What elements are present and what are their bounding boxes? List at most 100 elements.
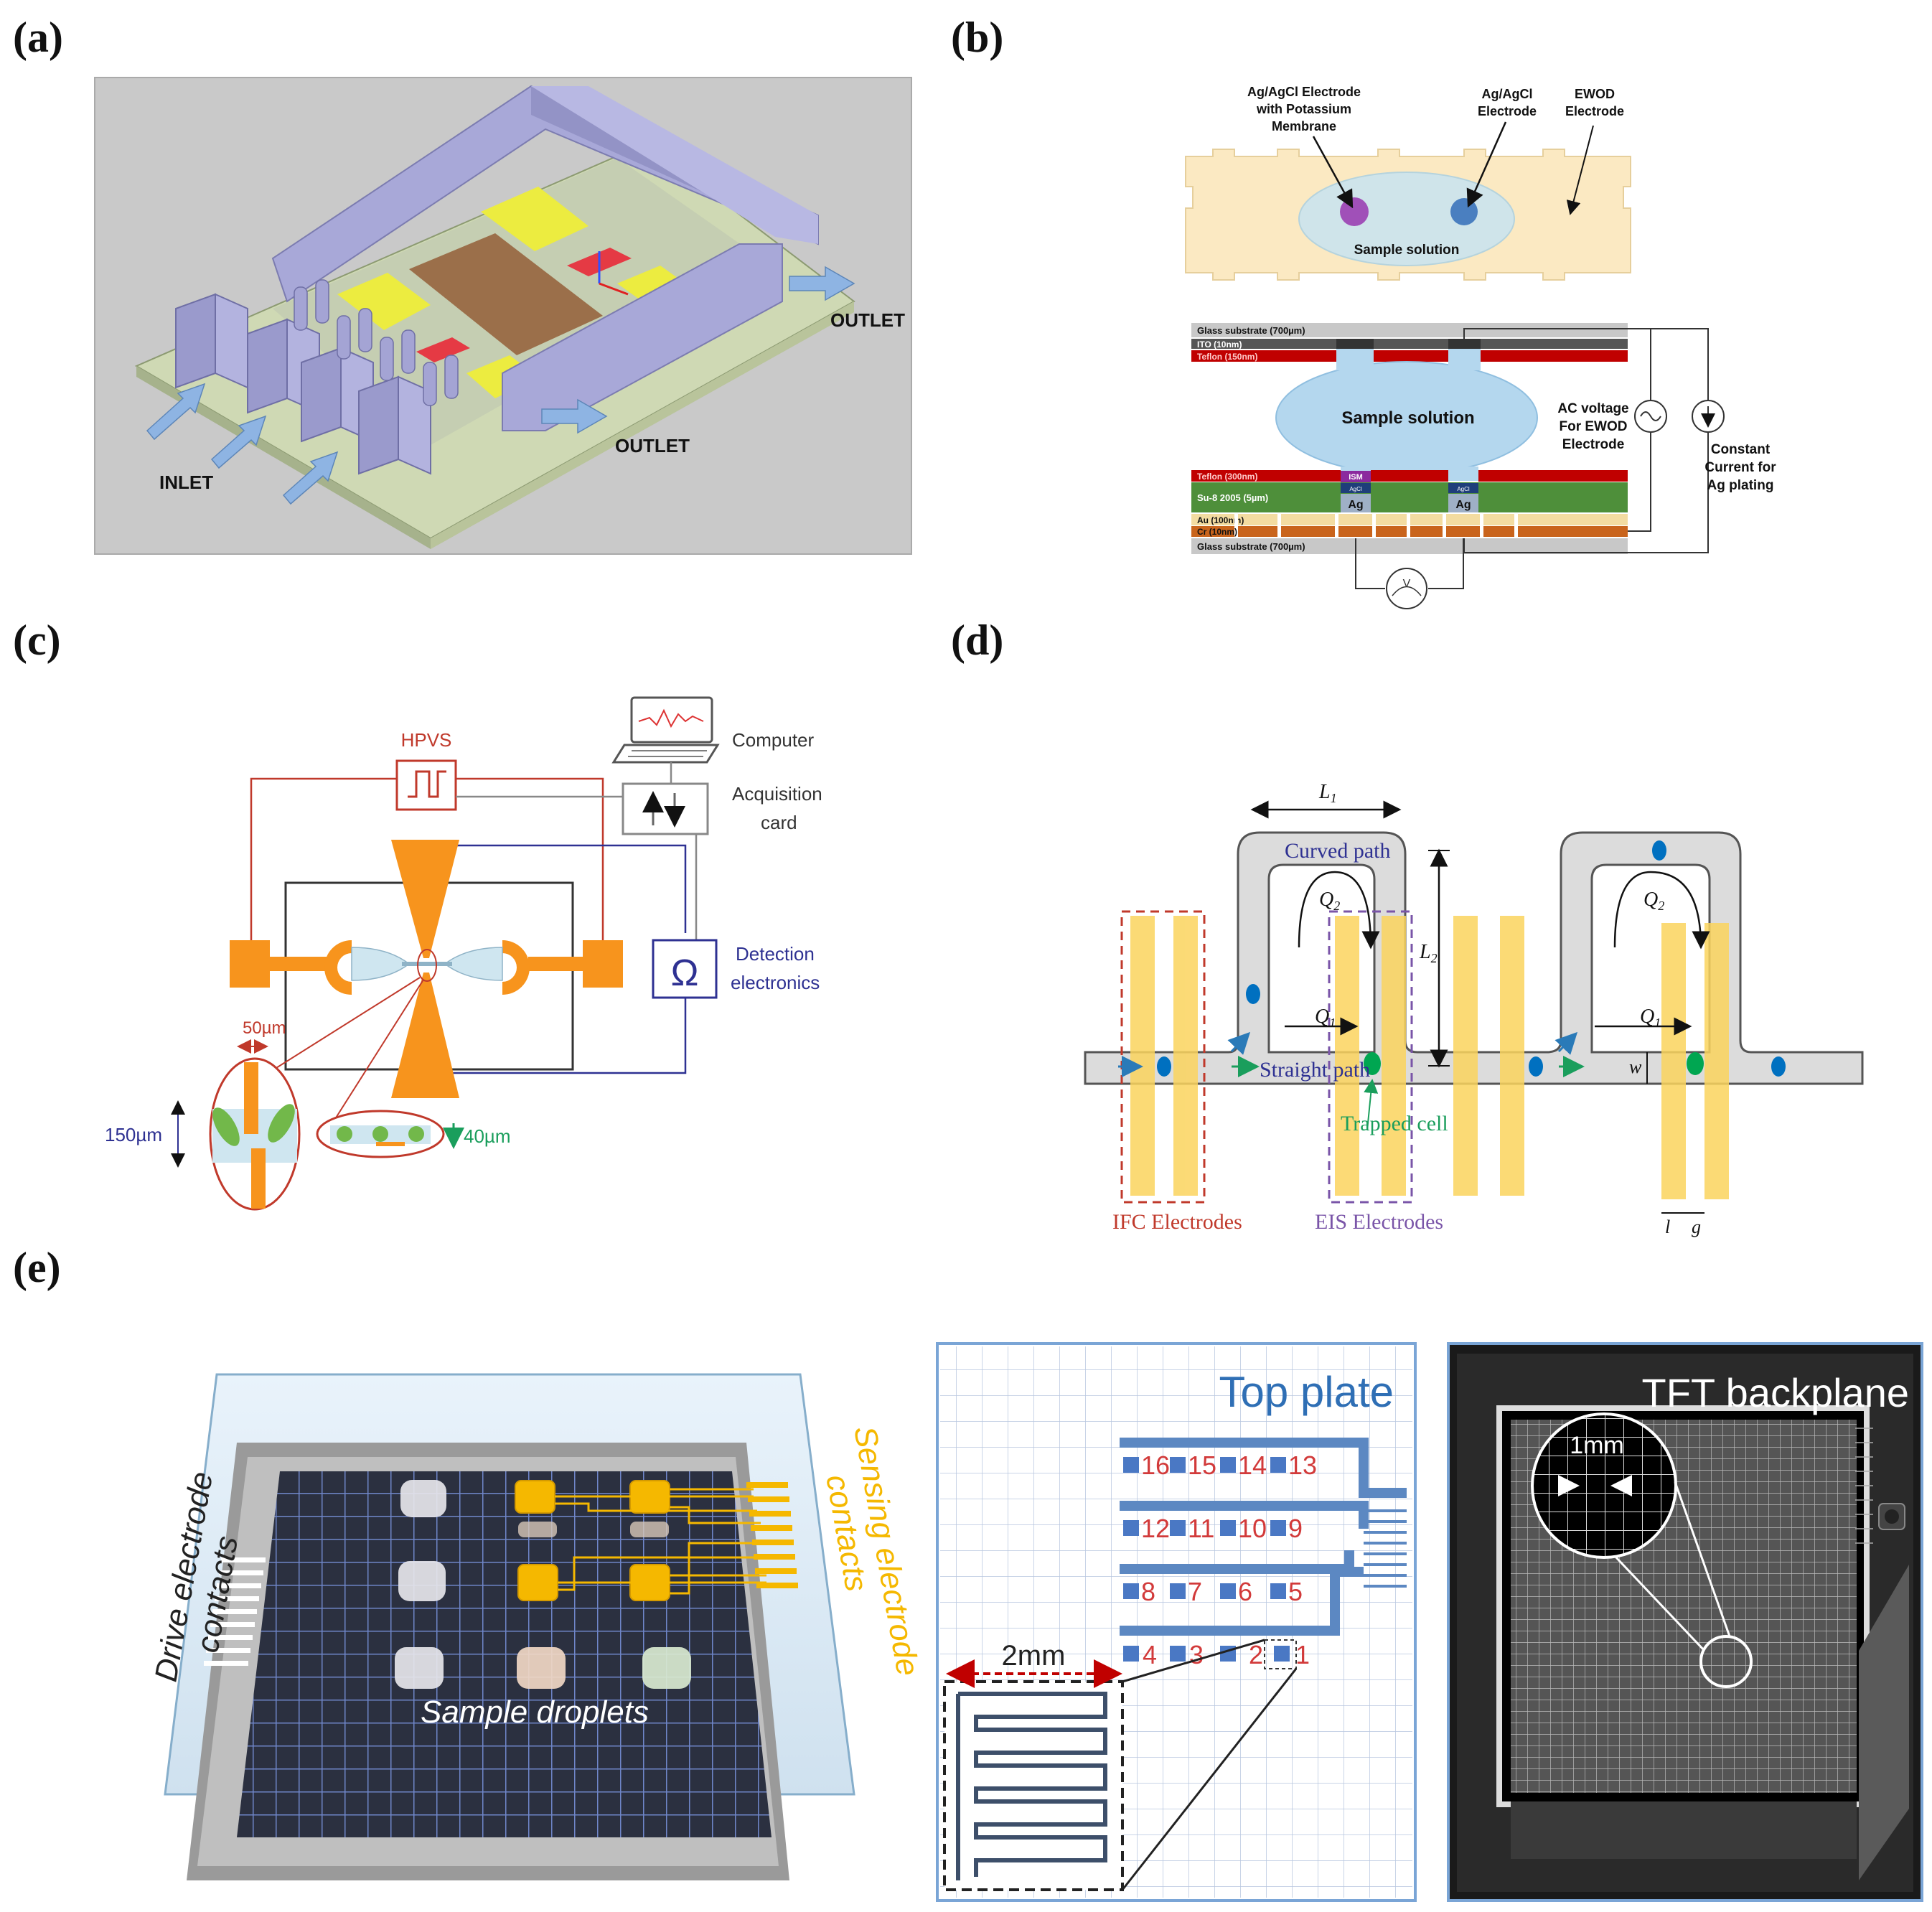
sample-droplet-set bbox=[395, 1480, 691, 1689]
curved-path-label: Curved path bbox=[1285, 839, 1390, 863]
q1b-label: Q1 bbox=[1640, 1006, 1661, 1030]
q2-label: Q2 bbox=[1319, 889, 1340, 913]
electrodes-orange bbox=[230, 840, 623, 1098]
panel-label-c: (c) bbox=[13, 617, 61, 664]
ito-label: ITO (10nm) bbox=[1197, 339, 1242, 350]
svg-text:10: 10 bbox=[1238, 1514, 1267, 1543]
ism-label: ISM bbox=[1349, 473, 1363, 482]
cr-label: Cr (10nm) bbox=[1197, 527, 1237, 537]
ag-agcl-label-2: Electrode bbox=[1478, 104, 1537, 118]
ag-agcl-k-label-1: Ag/AgCl Electrode bbox=[1247, 85, 1361, 99]
svg-text:2: 2 bbox=[1249, 1640, 1263, 1669]
ifc-electrodes-label: IFC Electrodes bbox=[1112, 1210, 1242, 1234]
sample-solution-mid: Sample solution bbox=[1341, 408, 1474, 428]
computer-icon bbox=[611, 696, 720, 764]
svg-text:5: 5 bbox=[1288, 1577, 1303, 1606]
svg-text:6: 6 bbox=[1238, 1577, 1252, 1606]
hpvs-box bbox=[395, 759, 457, 811]
sensing-electrodes bbox=[515, 1480, 798, 1601]
dim-50um: 50µm bbox=[243, 1018, 286, 1038]
ewod-label-2: Electrode bbox=[1565, 104, 1624, 118]
agcl-label-1: AgCl bbox=[1349, 486, 1362, 492]
ag-agcl-k-label-2: with Potassium bbox=[1256, 102, 1351, 116]
l1-label: L1 bbox=[1318, 781, 1337, 805]
ohm-symbol: Ω bbox=[671, 952, 699, 994]
svg-text:3: 3 bbox=[1189, 1640, 1204, 1669]
inlet-arrows bbox=[146, 266, 855, 505]
two-mm-label: 2mm bbox=[1002, 1640, 1066, 1672]
teflon-top-label: Teflon (150nm) bbox=[1197, 352, 1257, 362]
detection-label-1: Detection bbox=[736, 943, 815, 965]
au-label: Au (100nm) bbox=[1197, 515, 1244, 525]
ag-label-1: Ag bbox=[1348, 499, 1363, 511]
constant-current-label-1: Constant bbox=[1711, 442, 1771, 457]
dim-40um: 40µm bbox=[464, 1125, 511, 1147]
panel-d-cell-trap: L1 L2 Q2 Q2 Q1 Q1 w l g Curved path Stra… bbox=[1084, 781, 1864, 1237]
acquisition-label-2: card bbox=[761, 812, 797, 833]
svg-text:14: 14 bbox=[1238, 1451, 1267, 1480]
one-mm-label: 1mm bbox=[1570, 1432, 1624, 1459]
panel-label-a: (a) bbox=[13, 14, 63, 61]
hpvs-label: HPVS bbox=[401, 729, 452, 751]
svg-text:15: 15 bbox=[1188, 1451, 1216, 1480]
acquisition-card-box bbox=[622, 782, 709, 835]
svg-text:12: 12 bbox=[1141, 1514, 1170, 1543]
svg-text:7: 7 bbox=[1188, 1577, 1202, 1606]
l2-label: L2 bbox=[1419, 941, 1438, 965]
ac-voltage-label-3: Electrode bbox=[1562, 437, 1625, 452]
constant-current-label-3: Ag plating bbox=[1707, 478, 1774, 493]
inlet-label: INLET bbox=[159, 472, 213, 493]
su8-label: Su-8 2005 (5µm) bbox=[1197, 492, 1268, 503]
computer-label: Computer bbox=[732, 729, 814, 751]
detection-label-2: electronics bbox=[731, 972, 820, 993]
ewod-label-1: EWOD bbox=[1575, 87, 1615, 101]
panel-e-dmf-device: Sample droplets Drive electrode contacts… bbox=[149, 1373, 926, 1880]
eis-electrodes-label: EIS Electrodes bbox=[1315, 1210, 1443, 1234]
panel-b-ewod: Sample solution Ag/AgCl Electrode with P… bbox=[1185, 85, 1776, 609]
ag-label-2: Ag bbox=[1455, 499, 1471, 511]
panel-label-b: (b) bbox=[951, 14, 1003, 61]
svg-text:4: 4 bbox=[1143, 1640, 1157, 1669]
teflon-bottom-label: Teflon (300nm) bbox=[1197, 472, 1257, 482]
ag-agcl-k-label-3: Membrane bbox=[1272, 119, 1336, 133]
svg-text:11: 11 bbox=[1188, 1514, 1214, 1543]
acquisition-label-1: Acquisition bbox=[732, 783, 822, 805]
ag-agcl-label-1: Ag/AgCl bbox=[1482, 87, 1533, 101]
top-plate-label: Top plate bbox=[1219, 1368, 1394, 1416]
electrodes-yellow bbox=[1130, 916, 1729, 1199]
ac-voltage-label-1: AC voltage bbox=[1557, 401, 1628, 416]
outlet-label-right: OUTLET bbox=[830, 309, 905, 331]
panel-c-setup: Computer Acquisition card HPVS Ω Detecti… bbox=[105, 696, 822, 1211]
constant-current-label-2: Current for bbox=[1704, 460, 1776, 475]
g-small-label: g bbox=[1692, 1217, 1701, 1237]
l-small-label: l bbox=[1665, 1217, 1670, 1237]
svg-text:13: 13 bbox=[1288, 1451, 1317, 1480]
sensing-pads bbox=[1123, 1457, 1290, 1662]
panel-label-e: (e) bbox=[13, 1244, 61, 1291]
sample-droplets-label: Sample droplets bbox=[421, 1695, 649, 1730]
svg-text:16: 16 bbox=[1141, 1451, 1170, 1480]
inlet-blocks bbox=[175, 293, 431, 475]
agcl-label-2: AgCl bbox=[1457, 486, 1470, 492]
outlet-label-bottom: OUTLET bbox=[615, 435, 690, 456]
svg-text:1: 1 bbox=[1295, 1640, 1310, 1669]
tft-backplane-label: TFT backplane bbox=[1642, 1370, 1909, 1415]
sample-solution-top: Sample solution bbox=[1354, 243, 1460, 258]
dim-150um: 150µm bbox=[105, 1124, 162, 1145]
q1-label: Q1 bbox=[1315, 1006, 1336, 1030]
voltmeter-label: V bbox=[1403, 578, 1411, 590]
ac-voltage-label-2: For EWOD bbox=[1560, 419, 1628, 434]
detection-box bbox=[652, 939, 718, 999]
panel-a-chip: INLET OUTLET OUTLET bbox=[94, 77, 912, 555]
trapped-cell-label: Trapped cell bbox=[1341, 1112, 1448, 1135]
glass-top-label: Glass substrate (700µm) bbox=[1197, 325, 1305, 336]
straight-path-label: Straight path bbox=[1260, 1058, 1370, 1082]
w-label: w bbox=[1629, 1056, 1642, 1077]
panel-label-d: (d) bbox=[951, 617, 1003, 664]
electrode-grid bbox=[237, 1471, 772, 1837]
glass-bottom-label: Glass substrate (700µm) bbox=[1197, 541, 1305, 552]
drive-contacts bbox=[204, 1557, 266, 1666]
q2b-label: Q2 bbox=[1643, 889, 1664, 913]
